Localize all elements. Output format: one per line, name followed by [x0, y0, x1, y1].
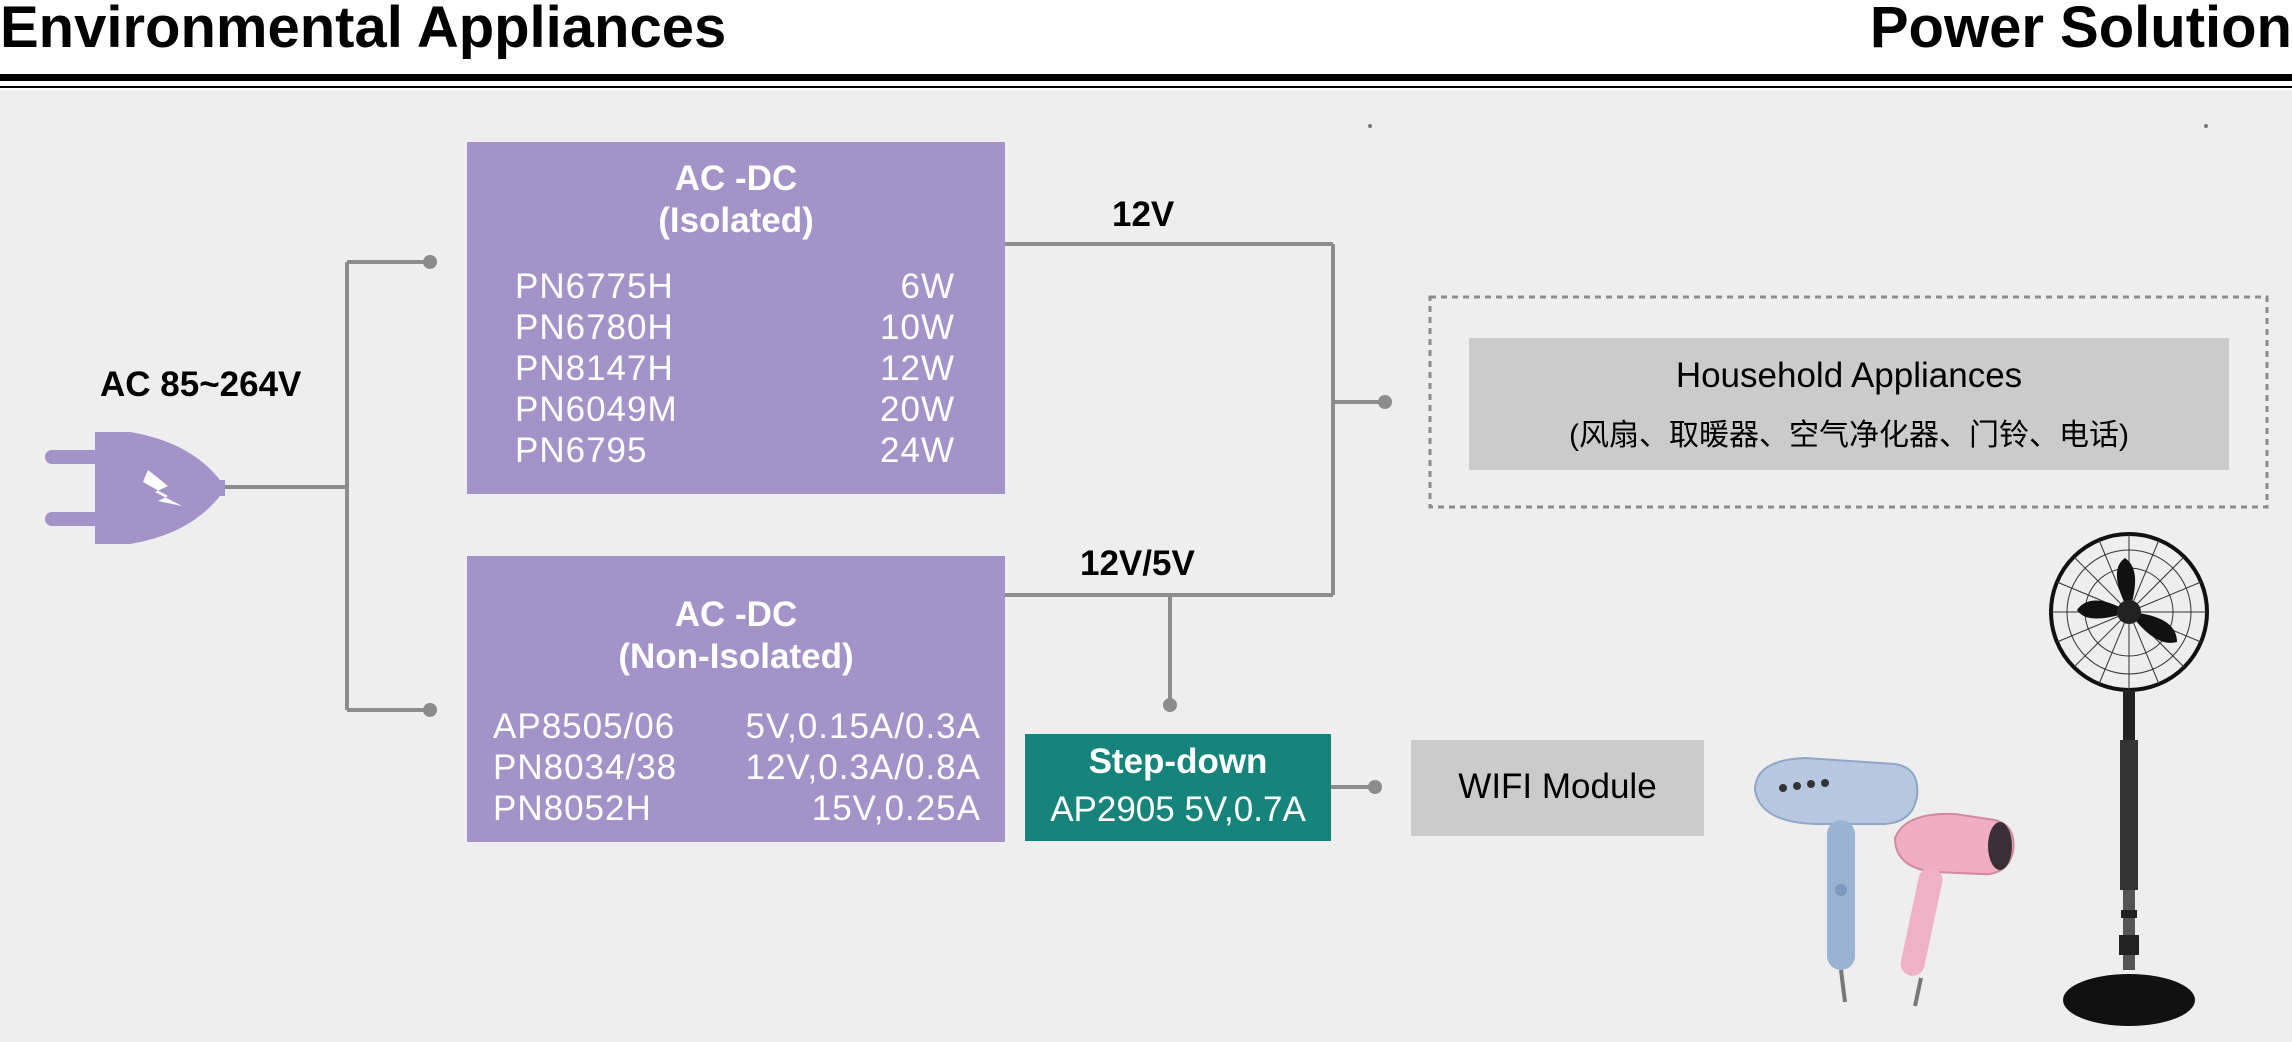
section-title: Power Solution: [1869, 0, 2292, 60]
part-number: PN6795: [515, 431, 648, 470]
wifi-module-box: WIFI Module: [1411, 740, 1704, 836]
part-spec: 12V,0.3A/0.8A: [745, 748, 981, 787]
part-number: PN6780H: [515, 308, 674, 347]
acdc-non-isolated-box: AC -DC (Non-Isolated) AP8505/06 5V,0.15A/…: [467, 556, 1005, 842]
wifi-module-label: WIFI Module: [1458, 767, 1657, 806]
header-rule-thick: [0, 74, 2292, 81]
part-number: PN8052H: [493, 789, 652, 828]
diagram-canvas: [0, 90, 2292, 1042]
part-number: PN8034/38: [493, 748, 678, 787]
part-spec: 5V,0.15A/0.3A: [745, 707, 981, 746]
non-isolated-title-line2: (Non-Isolated): [618, 637, 854, 676]
household-subtitle: (风扇、取暖器、空气净化器、门铃、电话): [1569, 419, 2129, 452]
standing-fan-illustration: [2049, 532, 2209, 1026]
household-appliances-box: Household Appliances (风扇、取暖器、空气净化器、门铃、电话…: [1469, 338, 2229, 470]
part-spec: 12W: [880, 349, 955, 388]
part-spec: 20W: [880, 390, 955, 429]
isolated-output-label: 12V: [1112, 195, 1175, 234]
isolated-title-line2: (Isolated): [658, 201, 814, 240]
input-voltage-label: AC 85~264V: [100, 365, 302, 404]
part-spec: 15V,0.25A: [811, 789, 981, 828]
part-number: PN6775H: [515, 267, 674, 306]
header-rule-thin: [0, 86, 2292, 88]
stepdown-part: AP2905 5V,0.7A: [1050, 790, 1306, 829]
non-isolated-title-line1: AC -DC: [674, 595, 798, 634]
part-number: AP8505/06: [493, 707, 676, 746]
part-number: PN8147H: [515, 349, 674, 388]
non-isolated-output-label: 12V/5V: [1080, 544, 1195, 583]
power-plug-icon: [45, 432, 225, 544]
part-spec: 24W: [880, 431, 955, 470]
part-spec: 6W: [900, 267, 955, 306]
hair-dryer-illustration: [1753, 756, 2015, 1007]
stepdown-title: Step-down: [1088, 742, 1268, 781]
page-title: Environmental Appliances: [0, 0, 727, 60]
part-spec: 10W: [880, 308, 955, 347]
household-title: Household Appliances: [1675, 356, 2023, 395]
part-number: PN6049M: [515, 390, 678, 429]
isolated-title-line1: AC -DC: [674, 159, 798, 198]
stepdown-box: Step-down AP2905 5V,0.7A: [1025, 734, 1331, 841]
acdc-isolated-box: AC -DC (Isolated) PN6775H 6W PN6780H 10W PN8…: [467, 142, 1005, 494]
